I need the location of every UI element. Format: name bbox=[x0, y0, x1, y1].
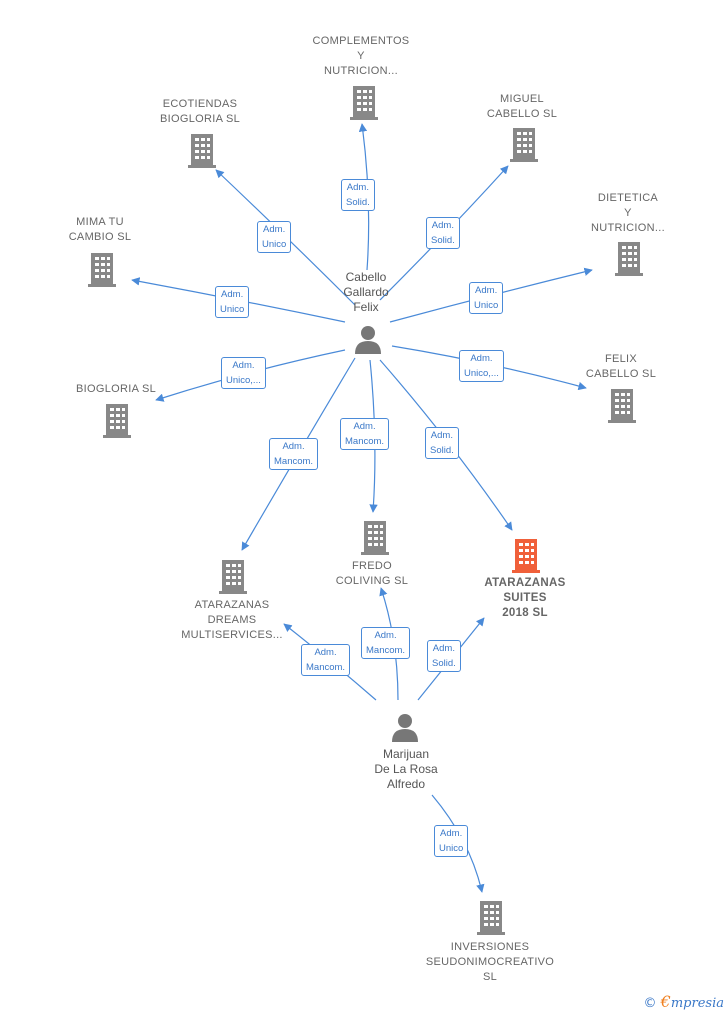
person-marijuan[interactable]: Marijuan De La Rosa Alfredo bbox=[374, 747, 438, 791]
role-badge-ecotiendas[interactable]: Adm. Unico bbox=[257, 221, 292, 253]
building-icon[interactable] bbox=[186, 132, 218, 173]
brand-name: mpresia bbox=[670, 996, 724, 1011]
role-badge-suites-cabello[interactable]: Adm. Solid. bbox=[425, 427, 459, 459]
company-fredo[interactable]: FREDO COLIVING SL bbox=[335, 560, 409, 587]
building-icon[interactable] bbox=[86, 251, 118, 292]
building-icon[interactable] bbox=[359, 519, 391, 560]
building-icon[interactable] bbox=[217, 558, 249, 599]
company-complementos[interactable]: COMPLEMENTOS Y NUTRICION... bbox=[312, 35, 410, 77]
role-badge-suites-marijuan[interactable]: Adm. Solid. bbox=[427, 640, 461, 672]
copyright-symbol: © bbox=[643, 996, 657, 1011]
role-badge-dietetica[interactable]: Adm. Unico bbox=[469, 282, 504, 314]
building-icon-main[interactable] bbox=[510, 537, 542, 578]
company-atarazanas-suites[interactable]: ATARAZANAS SUITES 2018 SL bbox=[484, 577, 566, 619]
company-mima[interactable]: MIMA TU CAMBIO SL bbox=[68, 216, 132, 243]
person-icon[interactable] bbox=[390, 712, 420, 747]
building-icon[interactable] bbox=[101, 402, 133, 443]
role-badge-fredo-cabello[interactable]: Adm. Mancom. bbox=[340, 418, 390, 450]
company-inversiones[interactable]: INVERSIONES SEUDONIMOCREATIVO SL bbox=[425, 941, 555, 983]
building-icon[interactable] bbox=[475, 899, 507, 940]
brand-e: € bbox=[660, 992, 671, 1011]
company-miguel[interactable]: MIGUEL CABELLO SL bbox=[486, 93, 558, 120]
empresia-logo: © €mpresia bbox=[644, 992, 724, 1011]
person-cabello[interactable]: Cabello Gallardo Felix bbox=[343, 270, 389, 314]
person-icon[interactable] bbox=[353, 324, 383, 359]
role-badge-fredo-marijuan[interactable]: Adm. Mancom. bbox=[361, 627, 411, 659]
role-badge-biogloria[interactable]: Adm. Unico,... bbox=[221, 357, 266, 389]
building-icon[interactable] bbox=[613, 240, 645, 281]
building-icon[interactable] bbox=[606, 387, 638, 428]
company-dietetica[interactable]: DIETETICA Y NUTRICION... bbox=[591, 192, 665, 234]
building-icon[interactable] bbox=[508, 126, 540, 167]
role-badge-complementos[interactable]: Adm. Solid. bbox=[341, 179, 375, 211]
role-badge-dreams-cabello[interactable]: Adm. Mancom. bbox=[269, 438, 319, 470]
role-badge-mima[interactable]: Adm. Unico bbox=[215, 286, 250, 318]
company-ecotiendas[interactable]: ECOTIENDAS BIOGLORIA SL bbox=[159, 98, 241, 125]
role-badge-inversiones[interactable]: Adm. Unico bbox=[434, 825, 469, 857]
role-badge-felix[interactable]: Adm. Unico,... bbox=[459, 350, 504, 382]
role-badge-dreams-marijuan[interactable]: Adm. Mancom. bbox=[301, 644, 351, 676]
company-biogloria[interactable]: BIOGLORIA SL bbox=[75, 383, 157, 395]
building-icon[interactable] bbox=[348, 84, 380, 125]
company-felix[interactable]: FELIX CABELLO SL bbox=[585, 353, 657, 380]
company-atarazanas-dreams[interactable]: ATARAZANAS DREAMS MULTISERVICES... bbox=[181, 599, 283, 641]
role-badge-miguel[interactable]: Adm. Solid. bbox=[426, 217, 460, 249]
